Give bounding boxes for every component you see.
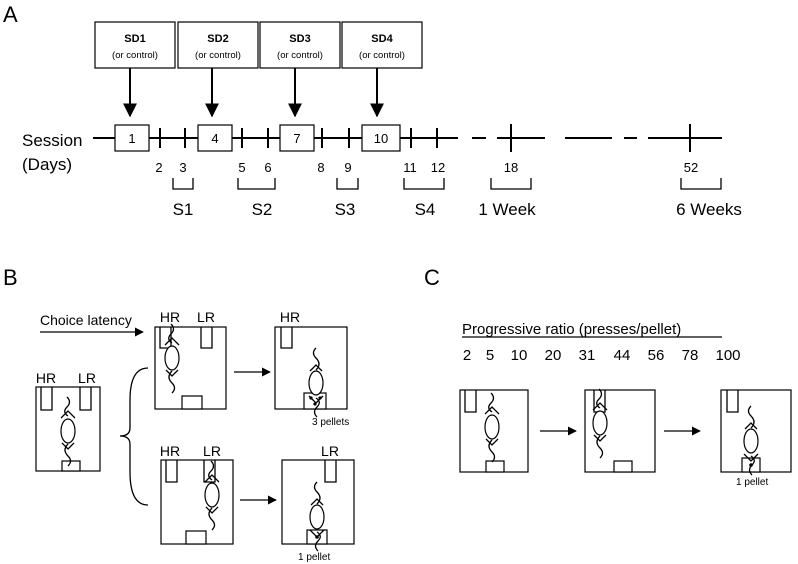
ratio-value: 20 <box>545 347 562 364</box>
chamber-3-pellets: HR 3 pellets <box>274 309 349 428</box>
timeline <box>93 124 722 152</box>
lever <box>464 390 477 413</box>
lever <box>726 390 739 413</box>
chamber-hr-choice: HR LR <box>154 309 227 410</box>
lever-hr <box>165 460 178 483</box>
sd-title: SD2 <box>207 33 228 45</box>
segment-label: 6 Weeks <box>676 200 742 219</box>
chamber-start: HR LR <box>35 370 101 472</box>
segment-label: S3 <box>335 200 356 219</box>
day-box-label: 10 <box>374 131 388 146</box>
sd-sub: (or control) <box>277 50 323 61</box>
segment-label: S2 <box>252 200 273 219</box>
day-label: 11 <box>403 160 417 175</box>
lever-lr <box>203 460 216 483</box>
ratio-value: 78 <box>682 347 699 364</box>
food-tray <box>613 460 633 473</box>
session-label: Session <box>22 131 82 150</box>
ratio-value: 31 <box>579 347 596 364</box>
sd-box-3: SD3 (or control) <box>259 21 341 69</box>
bracket-6-weeks <box>680 178 722 190</box>
three-pellets-label: 3 pellets <box>312 417 349 428</box>
day-label: 3 <box>179 160 186 175</box>
pr-chamber-1 <box>459 389 529 473</box>
day-label: 18 <box>504 160 518 175</box>
day-label: 52 <box>684 160 698 175</box>
bracket-s4 <box>403 178 445 190</box>
one-pellet-label: 1 pellet <box>298 552 330 563</box>
sd-sub: (or control) <box>359 50 405 61</box>
sd-box-4: SD4 (or control) <box>341 21 423 69</box>
pr-chamber-3: 1 pellet <box>720 389 792 488</box>
day-box-1: 1 <box>114 124 150 152</box>
lever-lr <box>200 327 213 349</box>
day-box-10: 10 <box>361 124 401 152</box>
sd-title: SD3 <box>289 33 310 45</box>
chamber-box <box>154 326 227 410</box>
segment-label: 1 Week <box>478 200 536 219</box>
sd-box-2: SD2 (or control) <box>177 21 259 69</box>
choice-latency-label: Choice latency <box>40 312 132 328</box>
bracket-s3 <box>336 178 359 190</box>
sd-sub: (or control) <box>112 50 158 61</box>
ratio-value: 2 <box>463 347 471 364</box>
day-box-label: 1 <box>128 131 135 146</box>
day-label: 9 <box>344 160 351 175</box>
lr-label: LR <box>203 443 221 459</box>
day-box-label: 7 <box>293 131 300 146</box>
ratio-value: 44 <box>614 347 631 364</box>
panel-b-label: B <box>3 265 18 290</box>
hr-label: HR <box>280 309 300 325</box>
lr-label: LR <box>321 443 339 459</box>
bracket-s2 <box>237 178 276 190</box>
panel-a-label: A <box>3 2 18 27</box>
days-label: (Days) <box>22 155 72 174</box>
progressive-ratio-title: Progressive ratio (presses/pellet) <box>462 321 681 338</box>
one-pellet-label: 1 pellet <box>736 477 768 488</box>
day-label: 12 <box>431 160 445 175</box>
bracket-s1 <box>172 178 194 190</box>
ratio-value: 100 <box>715 347 740 364</box>
ratio-value: 56 <box>648 347 665 364</box>
hr-label: HR <box>160 309 180 325</box>
day-box-4: 4 <box>197 124 233 152</box>
day-label: 8 <box>317 160 324 175</box>
chamber-lr-choice: HR LR <box>160 443 234 545</box>
choice-brace <box>119 367 149 506</box>
sd-title: SD1 <box>124 33 145 45</box>
day-box-label: 4 <box>211 131 218 146</box>
food-tray <box>485 460 505 473</box>
sd-sub: (or control) <box>195 50 241 61</box>
food-tray <box>185 530 207 545</box>
hr-label: HR <box>36 370 56 386</box>
day-label: 6 <box>264 160 271 175</box>
ratio-value: 5 <box>486 347 494 364</box>
lever-lr <box>79 387 92 411</box>
pr-chamber-2 <box>584 388 656 473</box>
bracket-1-week <box>490 178 532 190</box>
day-label: 2 <box>155 160 162 175</box>
sd-box-1: SD1 (or control) <box>94 21 176 69</box>
segment-label: S1 <box>173 200 194 219</box>
panel-c-label: C <box>424 265 440 290</box>
food-tray <box>181 395 203 410</box>
food-tray <box>61 460 81 472</box>
hr-label: HR <box>160 443 180 459</box>
day-label: 5 <box>238 160 245 175</box>
lever-hr <box>40 387 53 411</box>
day-box-7: 7 <box>279 124 315 152</box>
chamber-1-pellet: LR 1 pellet <box>281 443 355 563</box>
lever-hr <box>280 327 293 349</box>
sd-title: SD4 <box>371 33 393 45</box>
lever-lr <box>324 460 337 483</box>
segment-label: S4 <box>415 200 436 219</box>
lr-label: LR <box>197 309 215 325</box>
lever-hr <box>159 327 172 349</box>
lr-label: LR <box>78 370 96 386</box>
ratio-value: 10 <box>511 347 528 364</box>
chamber-box <box>160 459 234 545</box>
